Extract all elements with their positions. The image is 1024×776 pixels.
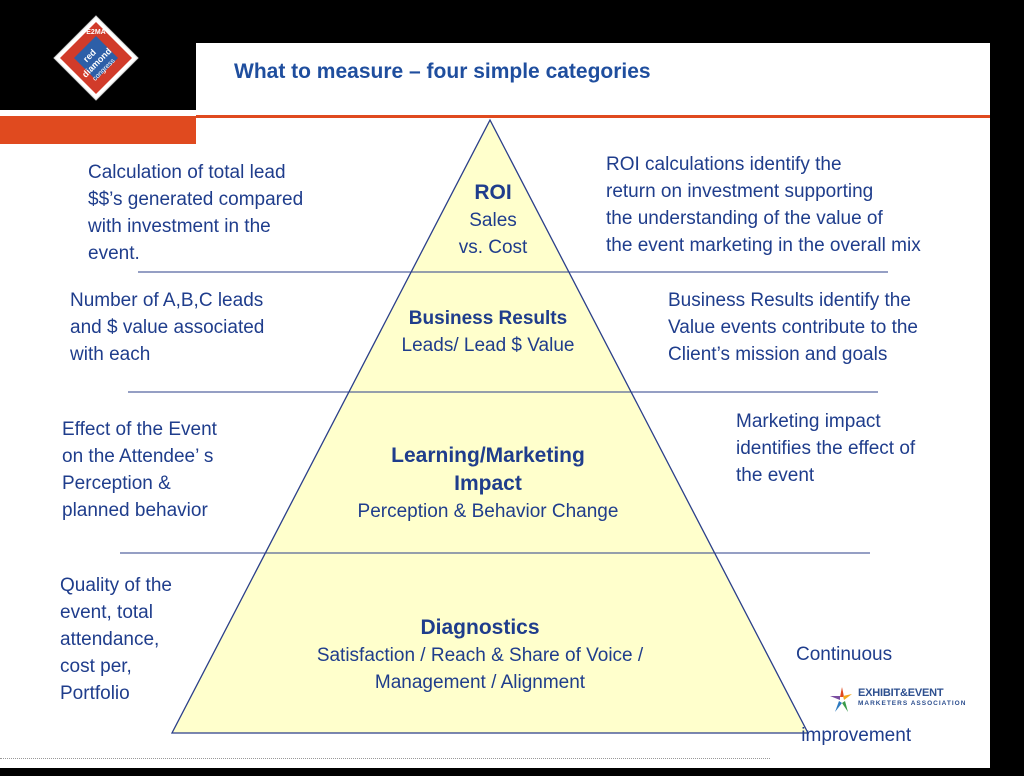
left-note-learning: Effect of the Event on the Attendee’ s P…	[62, 416, 217, 524]
tier-learning-title-line2: Impact	[454, 472, 522, 495]
tier-business-title: Business Results	[408, 308, 568, 329]
right-note-business-line: Business Results identify the	[668, 290, 911, 311]
right-note-business-line: Value events contribute to the	[668, 317, 918, 338]
eea-subtitle: MARKETERS ASSOCIATION	[858, 700, 967, 707]
eea-logo-text: EXHIBIT&EVENT MARKETERS ASSOCIATION	[858, 687, 966, 707]
bottom-dotted-rule	[0, 758, 770, 759]
left-note-diagnostics: Quality of the event, total attendance, …	[60, 572, 172, 707]
left-note-learning-line: Effect of the Event	[62, 419, 217, 440]
left-note-learning-line: planned behavior	[62, 500, 208, 521]
left-note-diagnostics-line: Quality of the	[60, 575, 172, 596]
left-note-learning-line: on the Attendee’ s	[62, 446, 214, 467]
red-diamond-congress-logo: E2MA red diamond congress	[53, 15, 139, 101]
right-note-diagnostics: Continuous improvement	[796, 587, 911, 776]
tier-roi-title: ROI	[474, 181, 512, 204]
logo-org-text: E2MA	[86, 29, 105, 36]
eea-logo-mark	[830, 687, 852, 712]
left-note-diagnostics-line: event, total	[60, 602, 153, 623]
left-note-business: Number of A,B,C leads and $ value associ…	[70, 287, 264, 368]
tier-roi: ROI Sales vs. Cost	[433, 179, 553, 261]
right-note-learning-line: Marketing impact	[736, 411, 881, 432]
tier-learning-title-line1: Learning/Marketing	[391, 444, 585, 467]
eea-name: EXHIBIT&EVENT	[858, 687, 944, 699]
tier-learning-subtitle: Perception & Behavior Change	[357, 501, 619, 522]
orange-divider-line	[196, 115, 990, 118]
left-note-business-line: and $ value associated	[70, 317, 265, 338]
right-note-business-line: Client’s mission and goals	[668, 344, 888, 365]
right-note-learning-line: identifies the effect of	[736, 438, 916, 459]
left-note-diagnostics-line: Portfolio	[60, 683, 130, 704]
left-note-roi-line: $$’s generated compared	[88, 189, 304, 210]
left-note-diagnostics-line: attendance,	[60, 629, 160, 650]
tier-diagnostics: Diagnostics Satisfaction / Reach & Share…	[250, 614, 710, 696]
right-note-roi-line: the understanding of the value of	[606, 208, 883, 229]
right-note-roi-line: ROI calculations identify the	[606, 154, 842, 175]
tier-learning: Learning/Marketing Impact Perception & B…	[318, 442, 658, 525]
tier-business-subtitle: Leads/ Lead $ Value	[401, 335, 575, 356]
right-note-learning: Marketing impact identifies the effect o…	[736, 408, 915, 489]
left-note-business-line: with each	[70, 344, 151, 365]
right-note-business: Business Results identify the Value even…	[668, 287, 918, 368]
star-icon	[830, 687, 852, 712]
right-note-roi-line: return on investment supporting	[606, 181, 874, 202]
left-note-roi-line: with investment in the	[88, 216, 271, 237]
left-note-diagnostics-line: cost per,	[60, 656, 132, 677]
right-note-roi-line: the event marketing in the overall mix	[606, 235, 921, 256]
left-note-learning-line: Perception &	[62, 473, 171, 494]
right-note-roi: ROI calculations identify the return on …	[606, 151, 921, 259]
tier-diagnostics-line2: Management / Alignment	[374, 672, 586, 693]
right-note-learning-line: the event	[736, 465, 815, 486]
right-note-diagnostics-line: improvement	[796, 725, 912, 746]
pyramid-shape	[170, 118, 810, 734]
tier-roi-line1: Sales	[469, 210, 517, 231]
tier-diagnostics-line1: Satisfaction / Reach & Share of Voice /	[316, 645, 644, 666]
left-note-business-line: Number of A,B,C leads	[70, 290, 264, 311]
logo-diamond-blue	[74, 36, 118, 80]
tier-business: Business Results Leads/ Lead $ Value	[368, 305, 608, 359]
page-title: What to measure – four simple categories	[234, 60, 651, 83]
left-note-roi-line: Calculation of total lead	[88, 162, 286, 183]
tier-diagnostics-title: Diagnostics	[420, 616, 540, 639]
left-note-roi: Calculation of total lead $$’s generated…	[88, 159, 303, 267]
orange-accent-block	[0, 116, 196, 144]
right-note-diagnostics-line: Continuous	[796, 644, 893, 665]
left-note-roi-line: event.	[88, 243, 140, 264]
tier-roi-line2: vs. Cost	[458, 237, 528, 258]
